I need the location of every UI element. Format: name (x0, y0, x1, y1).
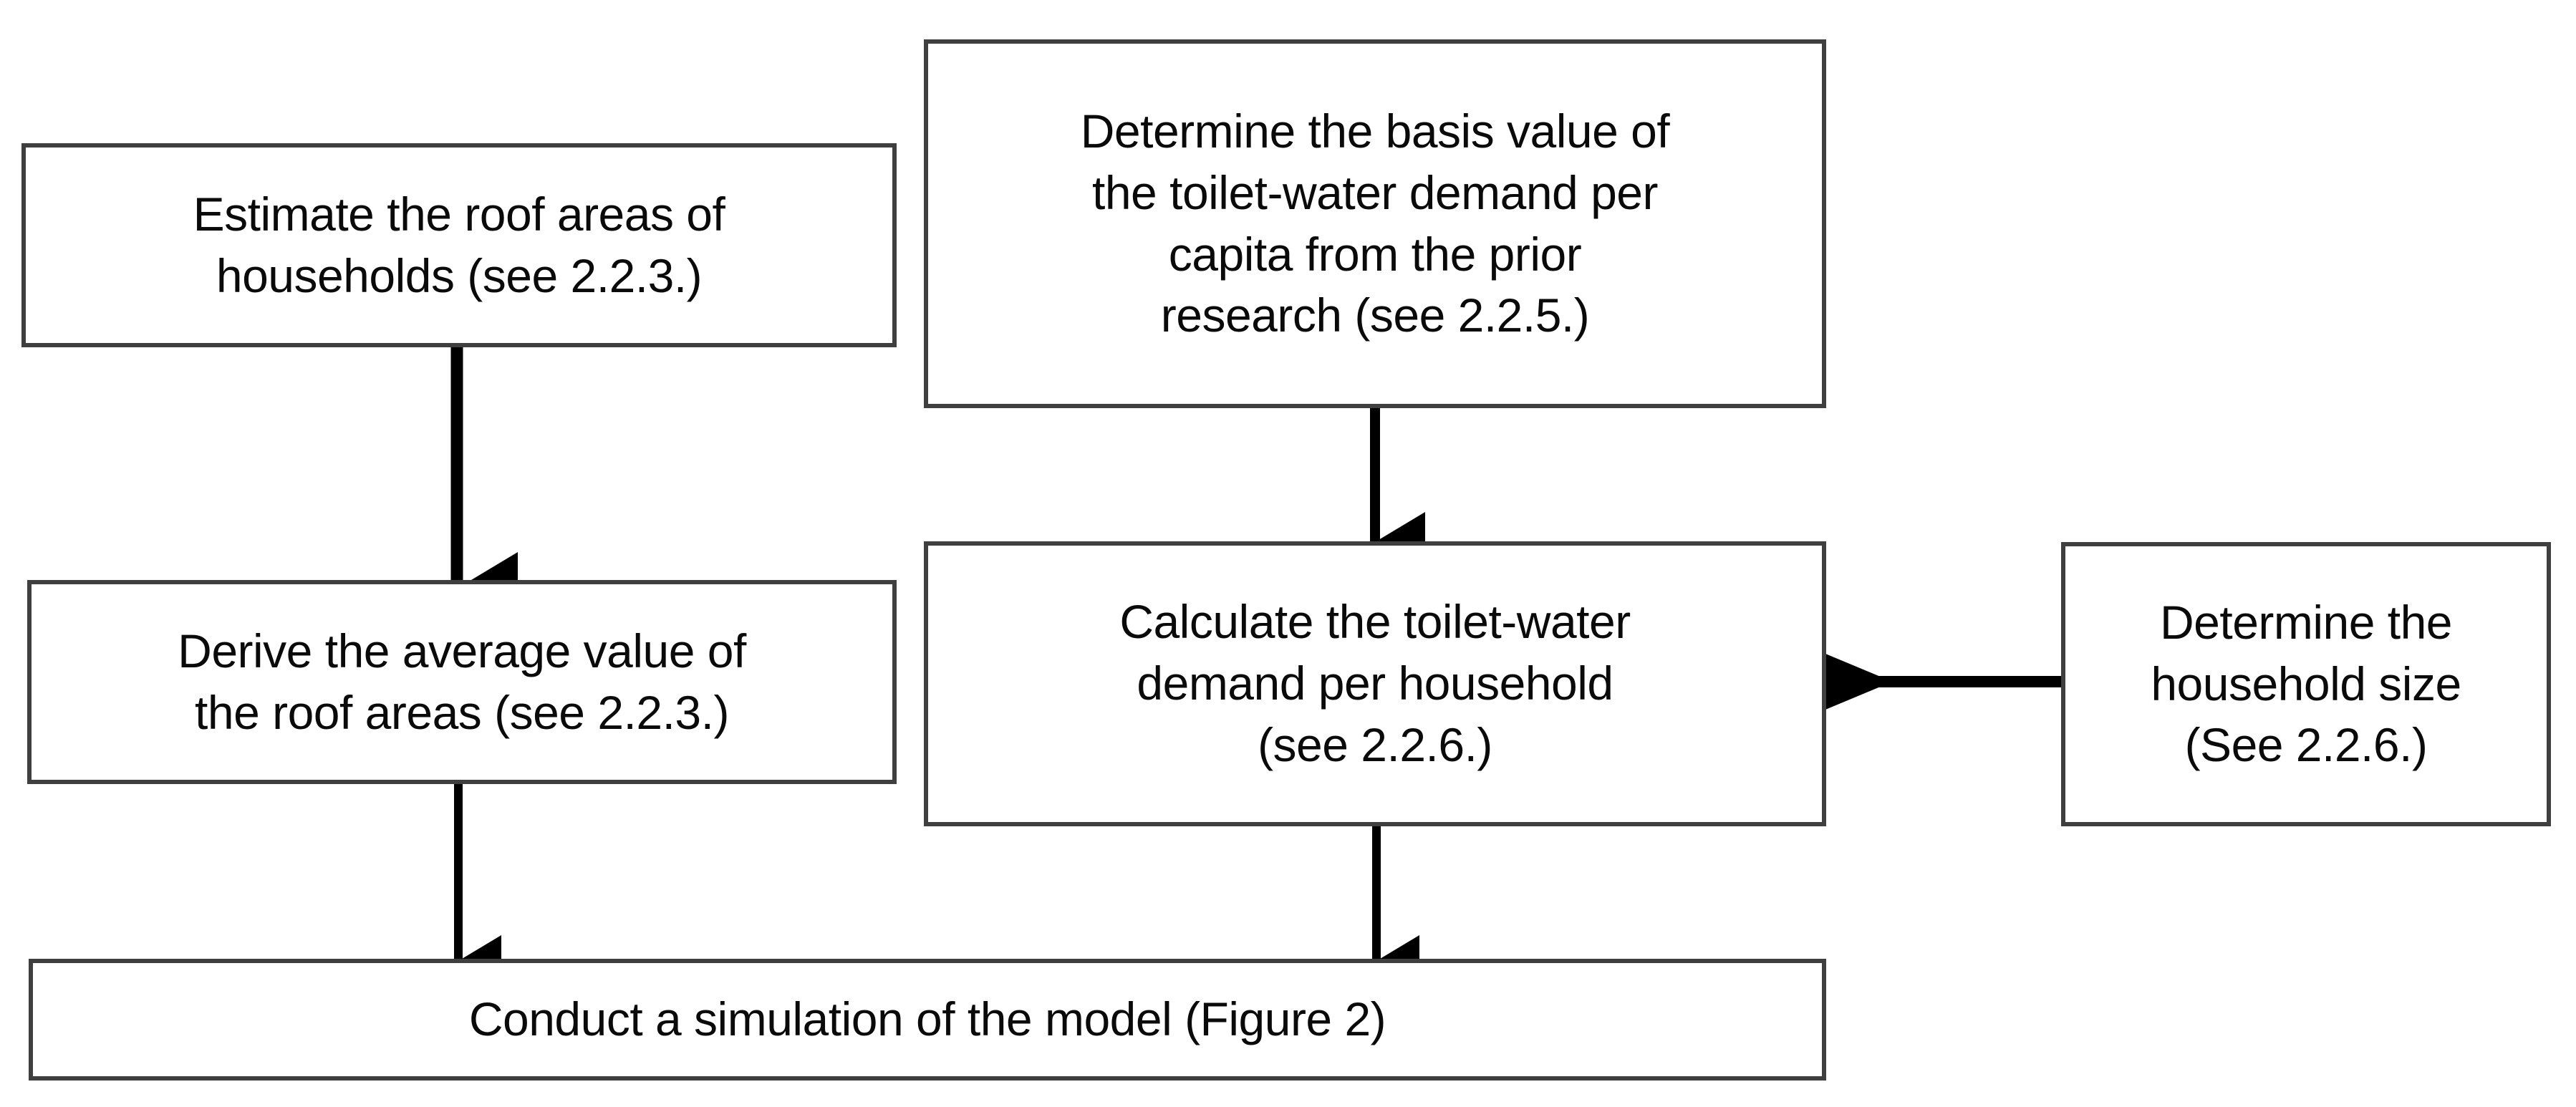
node-label: Estimate the roof areas of households (s… (193, 187, 725, 302)
node-label: Derive the average value of the roof are… (178, 624, 746, 739)
node-label: Conduct a simulation of the model (Figur… (468, 992, 1386, 1046)
node-determine-household-size[interactable]: Determine the household size (See 2.2.6.… (2061, 542, 2551, 826)
node-label: Calculate the toilet-water demand per ho… (1119, 595, 1631, 771)
node-conduct-simulation[interactable]: Conduct a simulation of the model (Figur… (29, 959, 1826, 1081)
node-label: Determine the basis value of the toilet-… (1080, 104, 1670, 342)
node-estimate-roof-areas[interactable]: Estimate the roof areas of households (s… (21, 143, 897, 347)
node-determine-basis-value[interactable]: Determine the basis value of the toilet-… (924, 39, 1826, 408)
node-derive-average-roof-area[interactable]: Derive the average value of the roof are… (27, 580, 897, 784)
node-label: Determine the household size (See 2.2.6.… (2151, 595, 2461, 772)
node-calculate-toilet-water-demand[interactable]: Calculate the toilet-water demand per ho… (924, 541, 1826, 826)
